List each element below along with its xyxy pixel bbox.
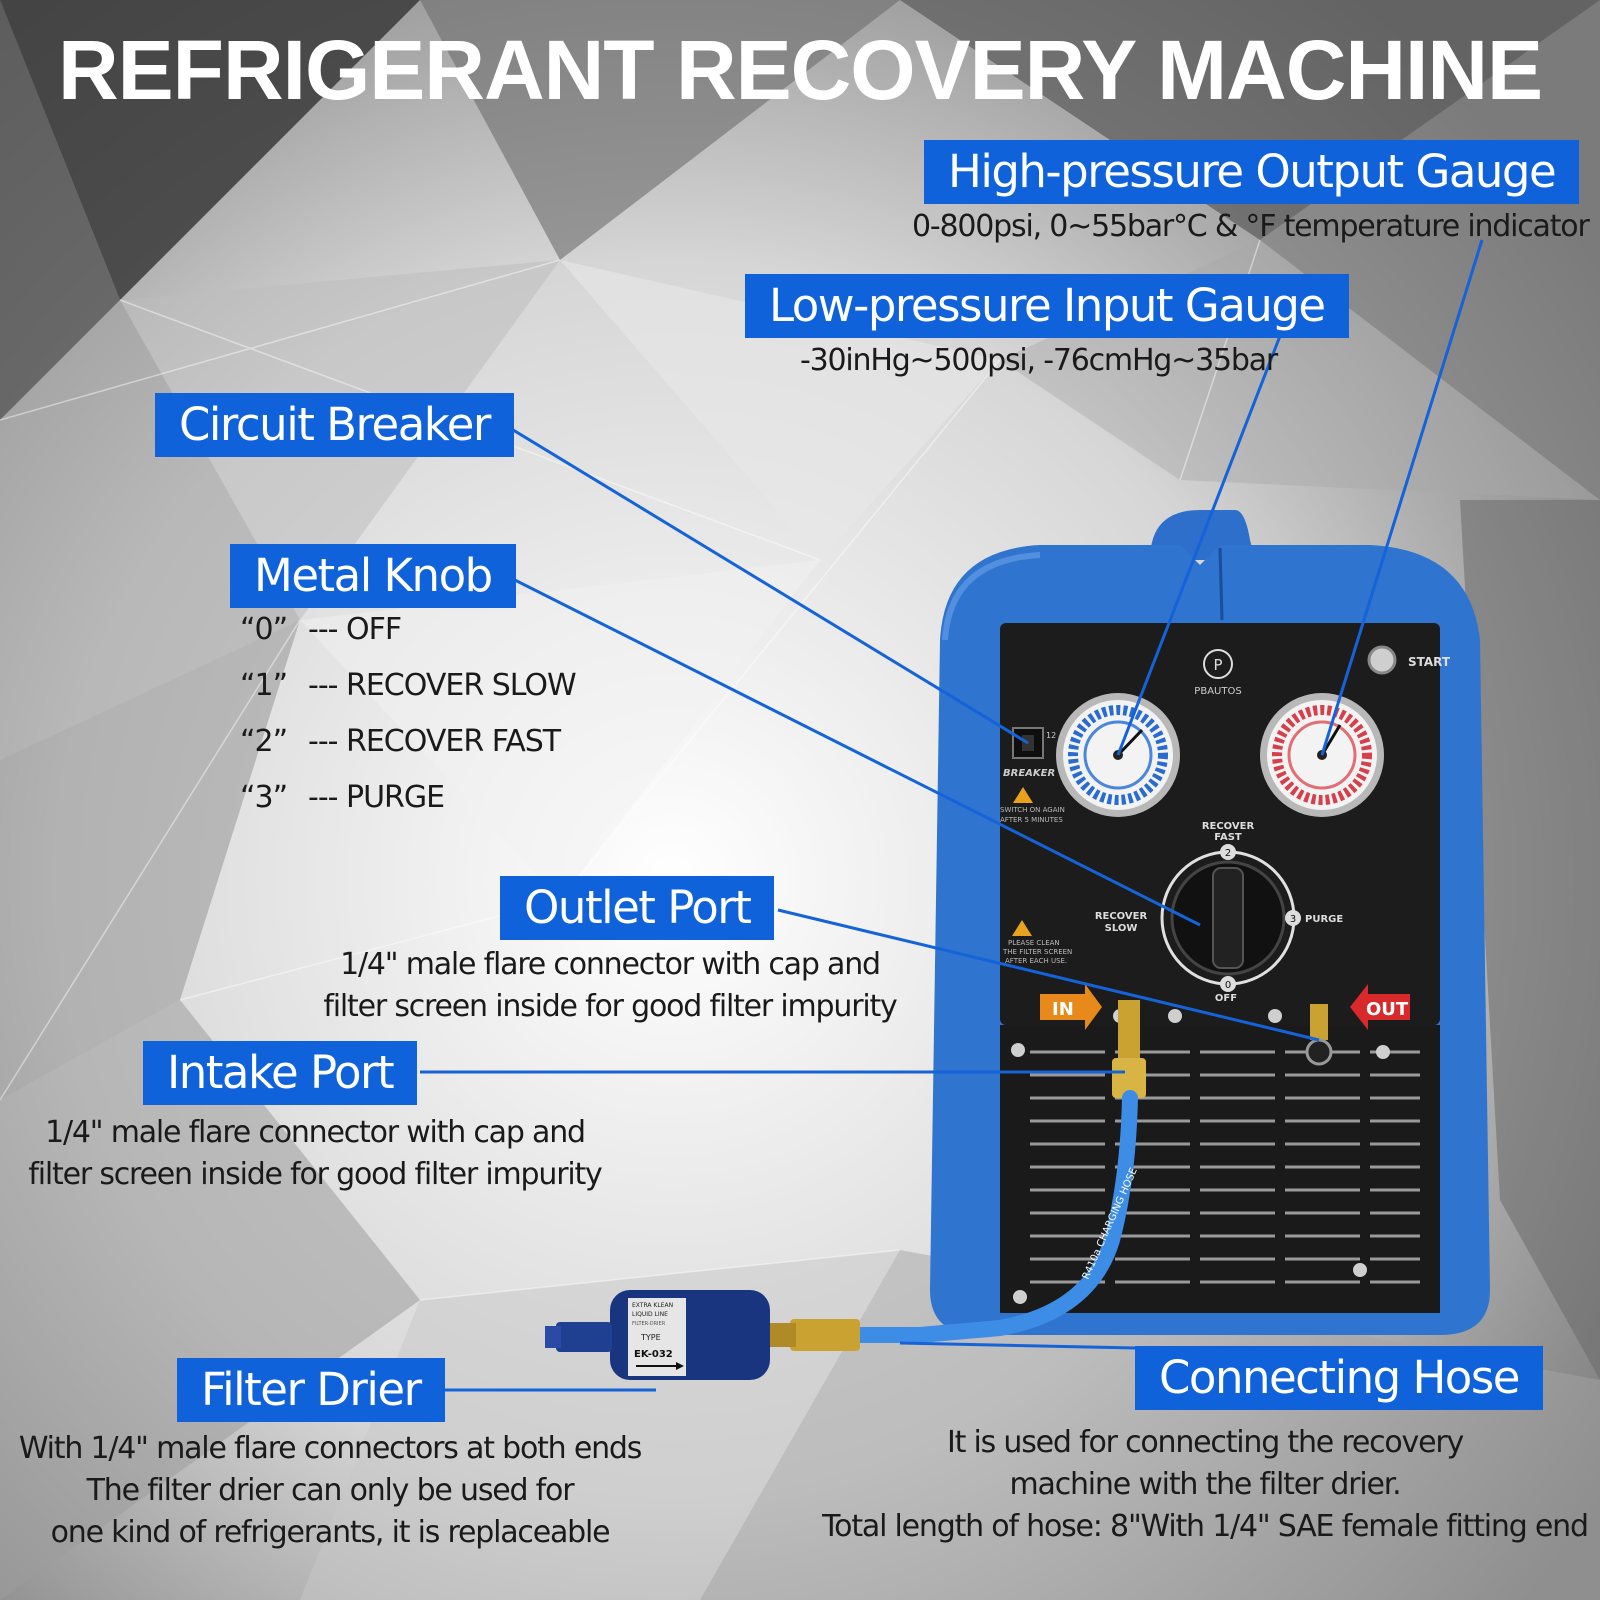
page-title: REFRIGERANT RECOVERY MACHINE bbox=[57, 23, 1543, 117]
hose-desc: It is used for connecting the recovery m… bbox=[815, 1422, 1595, 1548]
dial-slow-1: RECOVER bbox=[1095, 911, 1148, 922]
outlet-desc: 1/4" male flare connector with cap and f… bbox=[300, 944, 920, 1028]
filter-line-2: LIQUID LINE bbox=[632, 1311, 668, 1318]
dial-slow-2: SLOW bbox=[1105, 923, 1138, 934]
knob-position-key: “3” bbox=[240, 780, 288, 815]
dial-num-2: 2 bbox=[1225, 848, 1231, 859]
knob-position-key: “2” bbox=[240, 724, 288, 759]
connector-knob bbox=[504, 573, 1201, 927]
filter-desc-line: The filter drier can only be used for bbox=[86, 1473, 575, 1508]
start-label: START bbox=[1408, 655, 1451, 669]
knob-label: Metal Knob bbox=[230, 544, 516, 608]
warning-clean-1: PLEASE CLEAN bbox=[1008, 939, 1060, 947]
warning-switch-2: AFTER 5 MINUTES bbox=[1000, 816, 1063, 824]
out-label: OUT bbox=[1366, 999, 1409, 1020]
dial-fast-2: FAST bbox=[1214, 832, 1242, 843]
filter-line-1: EXTRA KLEAN bbox=[632, 1302, 673, 1309]
knob-position-value: --- RECOVER SLOW bbox=[308, 668, 577, 703]
filter-line-3: FILTER-DRIER bbox=[632, 1321, 666, 1327]
out-arrow bbox=[1350, 984, 1410, 1030]
filter-desc: With 1/4" male flare connectors at both … bbox=[10, 1428, 650, 1554]
metal-knob bbox=[1160, 850, 1296, 986]
dial-off: OFF bbox=[1215, 993, 1237, 1004]
breaker-label-tag: Circuit Breaker bbox=[155, 393, 514, 457]
breaker-switch bbox=[1012, 727, 1044, 759]
connector-outlet bbox=[777, 908, 1320, 1042]
intake-port bbox=[1118, 1000, 1140, 1070]
svg-text:P: P bbox=[1213, 656, 1222, 674]
knob-position-value: --- PURGE bbox=[308, 780, 445, 815]
outlet-port bbox=[1310, 1004, 1328, 1040]
in-arrow bbox=[1040, 984, 1102, 1030]
warning-clean-3: AFTER EACH USE. bbox=[1005, 957, 1067, 965]
start-button bbox=[1367, 645, 1397, 675]
warning-icon bbox=[1013, 787, 1033, 803]
outlet-label: Outlet Port bbox=[500, 876, 775, 940]
dial-num-0: 0 bbox=[1225, 980, 1231, 991]
dial-purge: PURGE bbox=[1305, 914, 1343, 925]
low-gauge-desc: -30inHg~500psi, -76cmHg~35bar bbox=[800, 343, 1278, 378]
filter-label: Filter Drier bbox=[177, 1358, 445, 1422]
filter-line-5: EK-032 bbox=[634, 1349, 673, 1360]
warning-clean-2: THE FILTER SCREEN bbox=[1002, 948, 1072, 956]
in-label: IN bbox=[1052, 999, 1074, 1020]
filter-line-4: TYPE bbox=[640, 1333, 661, 1342]
breaker-label: BREAKER bbox=[1003, 768, 1055, 779]
outlet-desc-line: 1/4" male flare connector with cap and bbox=[340, 947, 881, 982]
hose-desc-line: Total length of hose: 8"With 1/4" SAE fe… bbox=[822, 1509, 1589, 1544]
connector-breaker bbox=[504, 423, 1029, 745]
intake-desc: 1/4" male flare connector with cap and f… bbox=[10, 1112, 620, 1196]
high-gauge-desc: 0-800psi, 0~55bar°C & °F temperature ind… bbox=[912, 209, 1590, 244]
knob-position-key: “0” bbox=[240, 612, 288, 647]
knob-position-key: “1” bbox=[240, 668, 288, 703]
filter-desc-line: With 1/4" male flare connectors at both … bbox=[18, 1431, 643, 1466]
connector-hose bbox=[899, 1341, 1137, 1350]
knob-position-value: --- OFF bbox=[308, 612, 402, 647]
hose-desc-line: It is used for connecting the recovery bbox=[946, 1425, 1464, 1460]
dial-fast-1: RECOVER bbox=[1202, 821, 1255, 832]
warning-switch-1: SWITCH ON AGAIN bbox=[1000, 806, 1065, 814]
knob-position-value: --- RECOVER FAST bbox=[308, 724, 561, 759]
intake-desc-line: 1/4" male flare connector with cap and bbox=[45, 1115, 586, 1150]
outlet-desc-line: filter screen inside for good filter imp… bbox=[323, 989, 897, 1024]
hose-desc-line: machine with the filter drier. bbox=[1009, 1467, 1401, 1502]
filter-desc-line: one kind of refrigerants, it is replacea… bbox=[50, 1515, 611, 1550]
hose-label: Connecting Hose bbox=[1135, 1346, 1543, 1410]
low-gauge-label: Low-pressure Input Gauge bbox=[745, 274, 1349, 338]
intake-desc-line: filter screen inside for good filter imp… bbox=[28, 1157, 602, 1192]
connector-high-gauge bbox=[1320, 239, 1484, 756]
brand-name: PBAUTOS bbox=[1194, 686, 1241, 697]
dial-num-3: 3 bbox=[1290, 914, 1296, 925]
intake-label: Intake Port bbox=[143, 1041, 418, 1105]
connecting-hose bbox=[812, 1090, 1138, 1343]
brand-logo bbox=[1203, 649, 1233, 679]
high-gauge-label: High-pressure Output Gauge bbox=[924, 140, 1580, 204]
connector-low-gauge bbox=[1116, 335, 1282, 756]
